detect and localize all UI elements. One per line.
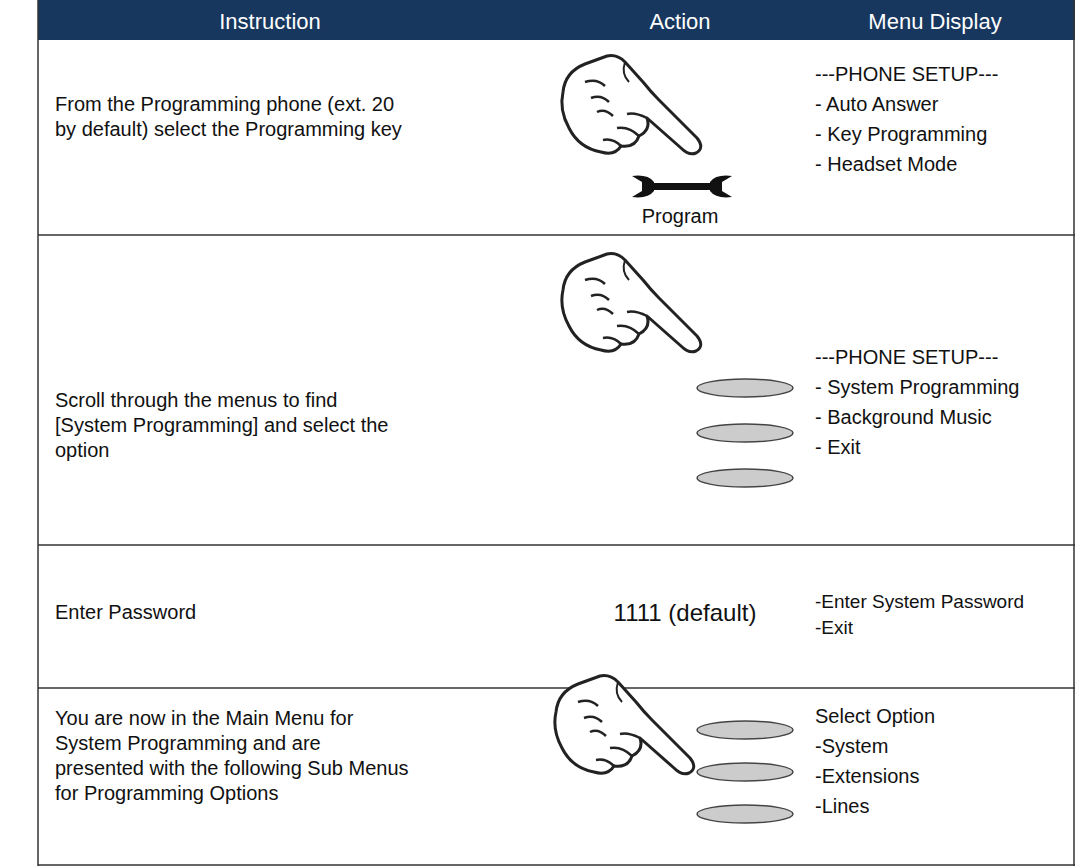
menu-line: -Lines	[815, 794, 1070, 819]
instruction-text: Scroll through the menus to find [System…	[55, 388, 405, 463]
menu-line: -System	[815, 734, 1070, 759]
instruction-text: Enter Password	[55, 600, 405, 625]
menu-line: - Background Music	[815, 405, 1070, 430]
instruction-text: You are now in the Main Menu for System …	[55, 706, 410, 806]
menu-line: - Headset Mode	[815, 152, 1070, 177]
menu-line: - System Programming	[815, 375, 1070, 400]
menu-line: - Auto Answer	[815, 92, 1070, 117]
menu-line: Select Option	[815, 704, 1070, 729]
menu-line: - Key Programming	[815, 122, 1070, 147]
menu-line: ---PHONE SETUP---	[815, 345, 1070, 370]
menu-line: -Enter System Password	[815, 590, 1070, 614]
action-text: 1111 (default)	[575, 598, 795, 628]
menu-line: ---PHONE SETUP---	[815, 62, 1070, 87]
menu-line: -Extensions	[815, 764, 1070, 789]
key-label: Program	[620, 204, 740, 229]
menu-line: - Exit	[815, 435, 1070, 460]
header-cell: Instruction	[100, 8, 440, 36]
instruction-text: From the Programming phone (ext. 20 by d…	[55, 92, 405, 142]
menu-line: -Exit	[815, 616, 1070, 640]
header-cell: Menu Display	[810, 8, 1060, 36]
header-cell: Action	[580, 8, 780, 36]
